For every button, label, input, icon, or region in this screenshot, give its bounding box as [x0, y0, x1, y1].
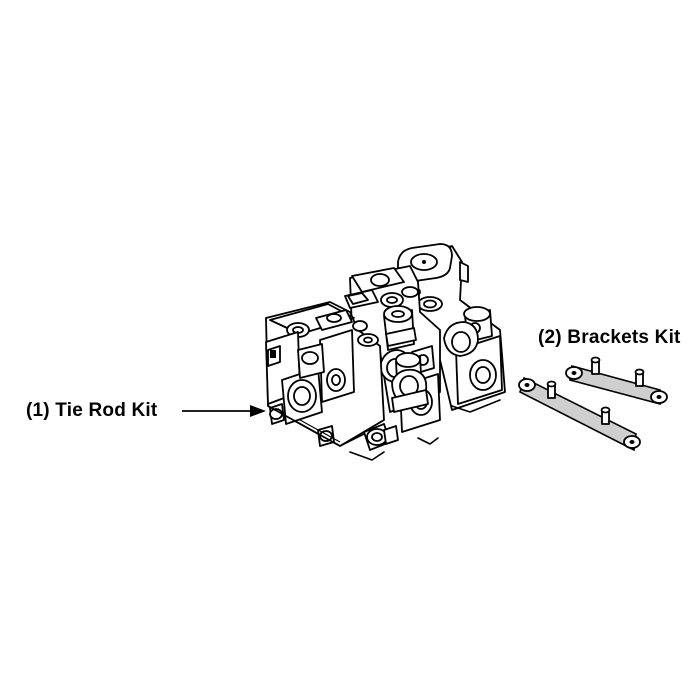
- brackets-kit-label: (2) Brackets Kit: [538, 327, 681, 348]
- tie-rod-kit-label: (1) Tie Rod Kit: [26, 400, 158, 421]
- tie-rod-leader-arrow: [182, 405, 266, 417]
- bracket-lower: [518, 376, 641, 452]
- valve-assembly: [265, 243, 506, 461]
- valve-section-front: [265, 301, 385, 447]
- valve-spool-front: [363, 352, 429, 451]
- bracket-upper: [565, 356, 668, 406]
- valve-section-rear: [397, 243, 506, 411]
